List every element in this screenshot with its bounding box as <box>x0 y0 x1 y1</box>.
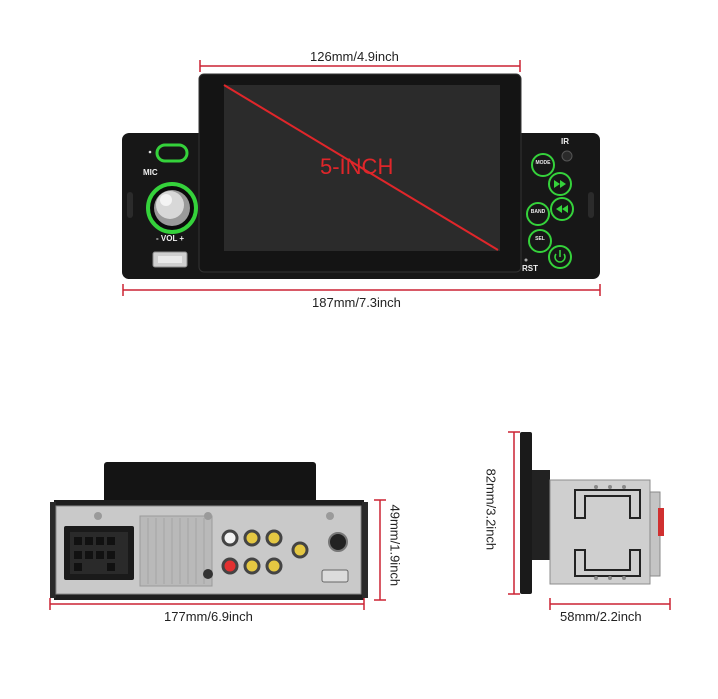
rear-height-dimension-line <box>374 499 386 601</box>
antenna-port <box>328 532 348 552</box>
mode-button-label: MODE <box>535 160 551 166</box>
mic-button[interactable] <box>155 143 189 163</box>
screen-width-dimension-line <box>199 60 521 72</box>
band-button-label: BAND <box>530 209 546 215</box>
power-icon <box>554 250 566 263</box>
iso-connector <box>64 526 134 580</box>
screen-rear <box>104 462 316 504</box>
side-height-label: 82mm/3.2inch <box>483 468 499 551</box>
screen-size-label: 5-INCH <box>320 154 394 179</box>
sel-button-label: SEL <box>535 236 545 242</box>
front-width-label: 187mm/7.3inch <box>312 295 401 310</box>
rear-usb-port <box>321 569 349 583</box>
vol-label: - VOL + <box>156 234 185 243</box>
side-depth-label: 58mm/2.2inch <box>560 609 642 624</box>
previous-icon <box>556 205 568 213</box>
mic-label: MIC <box>143 168 158 177</box>
rear-height-label: 49mm/1.9inch <box>387 504 403 587</box>
side-height-dimension-line <box>508 431 520 595</box>
rca-jacks <box>221 529 309 575</box>
sel-button[interactable] <box>528 229 552 253</box>
front-width-dimension-line <box>122 284 601 296</box>
rear-view: 177mm/6.9inch 49mm/1.9inch <box>0 420 430 640</box>
mode-button[interactable] <box>531 153 555 177</box>
volume-knob[interactable] <box>146 182 198 234</box>
screen-diagonal <box>223 84 499 251</box>
ir-sensor <box>561 150 573 162</box>
side-view: 82mm/3.2inch 58mm/2.2inch <box>480 420 718 640</box>
side-front-plate <box>520 432 532 594</box>
band-button[interactable] <box>526 202 550 226</box>
side-metal-cage <box>549 479 651 585</box>
next-icon <box>554 180 566 188</box>
rst-label: RST <box>522 264 538 273</box>
rear-width-dimension-line <box>49 598 365 610</box>
ir-label: IR <box>561 137 569 146</box>
side-depth-dimension-line <box>549 598 671 610</box>
front-view: 126mm/4.9inch 5-INCH MIC - VOL + IR RST … <box>0 0 718 320</box>
screen-width-label: 126mm/4.9inch <box>310 49 399 64</box>
rear-width-label: 177mm/6.9inch <box>164 609 253 624</box>
